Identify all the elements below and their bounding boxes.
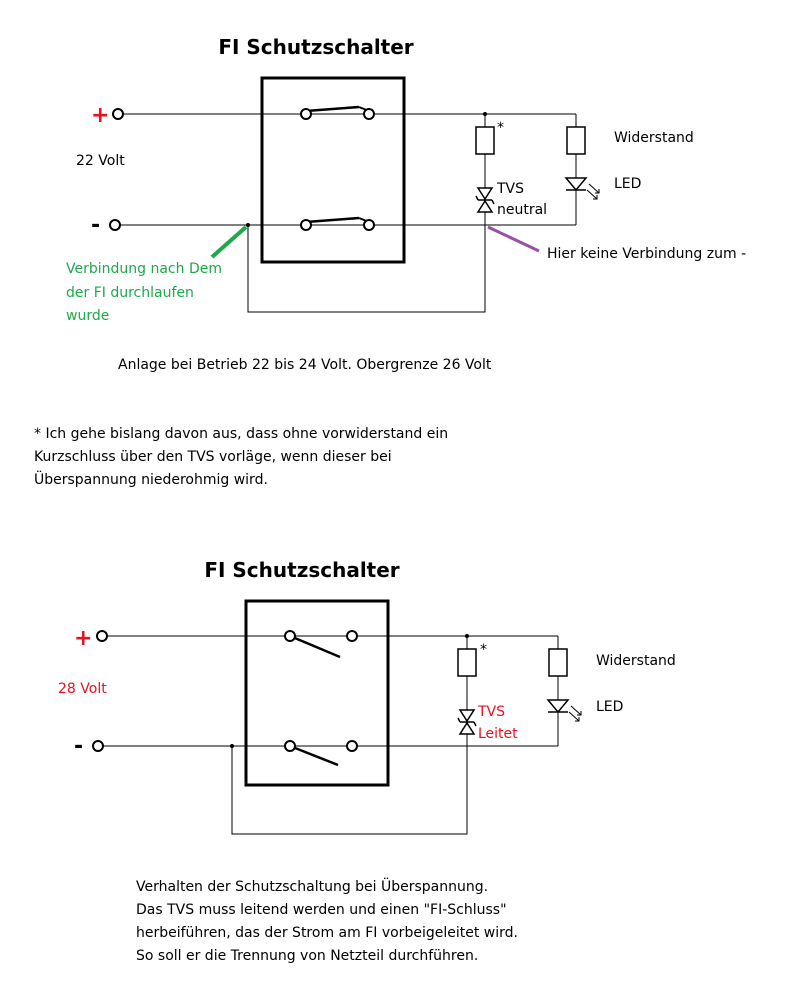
footnote-line-3: Überspannung niederohmig wird. — [34, 470, 268, 488]
top-green-note-3: wurde — [66, 308, 109, 324]
footnote-line-2: Kurzschluss über den TVS vorläge, wenn d… — [34, 449, 392, 465]
bottom-circuit: FI Schutzschalter + - 28 Volt * — [58, 558, 676, 964]
footnote-line-1: * Ich gehe bislang davon aus, dass ohne … — [34, 426, 448, 442]
bottom-minus-terminal — [92, 740, 104, 752]
bottom-resistor-label: Widerstand — [596, 653, 676, 669]
bottom-switch-lower — [284, 740, 358, 767]
top-green-pointer — [210, 225, 248, 259]
bottom-junction-return — [230, 744, 234, 748]
bottom-plus-sign: + — [74, 626, 92, 651]
top-tvs-state: neutral — [497, 202, 547, 218]
top-operation-note: Anlage bei Betrieb 22 bis 24 Volt. Oberg… — [118, 357, 492, 373]
bottom-minus-sign: - — [74, 734, 83, 759]
top-plus-sign: + — [91, 103, 109, 128]
top-voltage-label: 22 Volt — [76, 153, 125, 169]
bottom-title: FI Schutzschalter — [204, 558, 399, 582]
bottom-tvs-label: TVS — [477, 704, 505, 720]
top-led — [564, 177, 600, 200]
bottom-led-resistor — [548, 648, 568, 677]
bottom-fi-box — [244, 599, 390, 787]
top-switch-upper — [300, 105, 375, 120]
top-circuit: FI Schutzschalter + - 22 Volt — [66, 35, 746, 373]
bottom-caption-1: Verhalten der Schutzschaltung bei Übersp… — [136, 877, 488, 895]
top-title: FI Schutzschalter — [218, 35, 413, 59]
bottom-led-label: LED — [596, 699, 623, 715]
bottom-return-wire — [231, 746, 468, 835]
bottom-tvs-state: Leitet — [478, 726, 518, 742]
top-resistor-label: Widerstand — [614, 130, 694, 146]
top-switch-lower — [300, 216, 375, 231]
top-led-resistor — [566, 126, 586, 155]
top-purple-pointer — [487, 225, 540, 253]
top-minus-terminal — [109, 219, 121, 231]
bottom-caption-3: herbeiführen, das der Strom am FI vorbei… — [136, 925, 518, 941]
top-green-note-1: Verbindung nach Dem — [66, 261, 222, 277]
bottom-tvs-diode — [457, 709, 477, 735]
bottom-caption-4: So soll er die Trennung von Netzteil dur… — [136, 948, 478, 964]
bottom-plus-terminal — [96, 630, 108, 642]
top-fi-box — [260, 76, 406, 264]
top-series-resistor — [475, 126, 495, 155]
bottom-led — [546, 699, 582, 722]
footnote: * Ich gehe bislang davon aus, dass ohne … — [34, 426, 448, 488]
top-led-label: LED — [614, 176, 641, 192]
top-plus-terminal — [112, 108, 124, 120]
top-tvs-diode — [475, 187, 495, 213]
top-junction-return — [246, 223, 250, 227]
bottom-voltage-label: 28 Volt — [58, 681, 107, 697]
top-green-note-2: der FI durchlaufen — [66, 285, 194, 301]
top-star: * — [497, 120, 504, 136]
bottom-switch-upper — [284, 630, 358, 659]
top-tvs-label: TVS — [496, 181, 524, 197]
top-minus-sign: - — [91, 213, 100, 238]
bottom-series-resistor — [457, 648, 477, 677]
top-return-wire — [247, 225, 486, 313]
bottom-caption-2: Das TVS muss leitend werden und einen "F… — [136, 902, 507, 918]
bottom-star: * — [480, 642, 487, 658]
top-purple-note: Hier keine Verbindung zum - — [547, 246, 746, 262]
